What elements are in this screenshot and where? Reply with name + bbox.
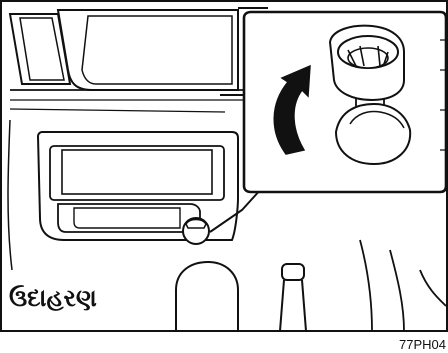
- cap-shape: [336, 104, 410, 164]
- power-outlet-cap: [186, 220, 206, 229]
- parking-brake-top: [282, 264, 304, 280]
- figure-code: 77PH04: [399, 337, 446, 352]
- caption-text: ઉદાહરણ: [9, 286, 97, 310]
- socket-inner: [348, 48, 388, 68]
